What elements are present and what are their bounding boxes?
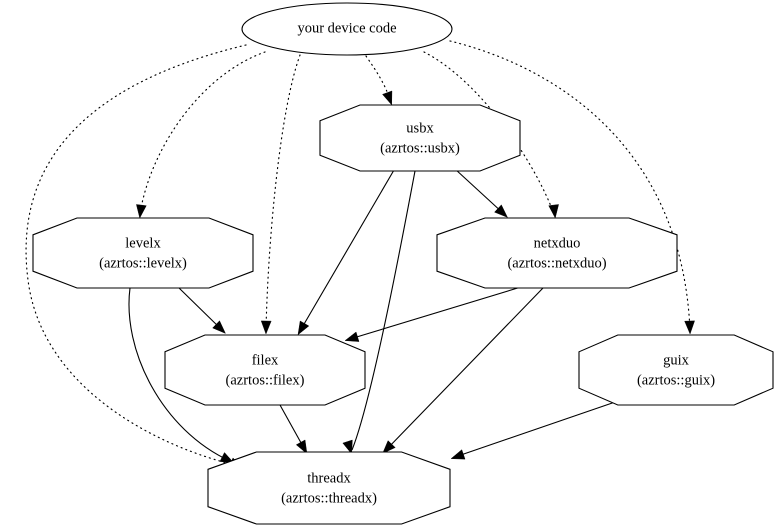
edge-netxduo-to-filex	[349, 286, 522, 340]
node-filex[interactable]: filex(azrtos::filex)	[164, 334, 366, 406]
node-device-shape	[241, 2, 453, 56]
edge-device-to-filex	[265, 54, 301, 331]
node-levelx-shape	[32, 217, 254, 289]
node-usbx-shape	[319, 104, 521, 172]
node-threadx[interactable]: threadx(azrtos::threadx)	[207, 451, 451, 525]
node-netxduo-label-primary: netxduo	[534, 235, 581, 251]
node-guix-shape	[578, 334, 774, 406]
node-usbx-label-primary: usbx	[406, 120, 434, 136]
node-threadx-label-primary: threadx	[307, 470, 351, 486]
edge-device-to-threadx	[25, 44, 247, 467]
edge-guix-to-threadx	[454, 399, 622, 458]
node-guix-label-primary: guix	[663, 352, 690, 368]
node-levelx-label-primary: levelx	[125, 235, 161, 251]
node-netxduo[interactable]: netxduo(azrtos::netxduo)	[436, 217, 678, 289]
nodes-layer: your device codeusbx(azrtos::usbx)levelx…	[32, 2, 774, 525]
edge-device-to-levelx	[139, 51, 266, 215]
node-usbx[interactable]: usbx(azrtos::usbx)	[319, 104, 521, 172]
node-filex-label-primary: filex	[252, 352, 279, 368]
arrowhead-icon	[260, 320, 272, 335]
node-levelx[interactable]: levelx(azrtos::levelx)	[32, 217, 254, 289]
node-device-label-primary: your device code	[297, 20, 396, 36]
edge-usbx-to-filex	[299, 169, 395, 332]
node-netxduo-label-namespace: (azrtos::netxduo)	[507, 255, 606, 271]
arrowhead-icon	[342, 439, 353, 455]
arrowhead-icon	[494, 204, 508, 218]
node-usbx-label-namespace: (azrtos::usbx)	[380, 140, 460, 156]
node-levelx-label-namespace: (azrtos::levelx)	[99, 255, 187, 271]
arrowhead-icon	[450, 449, 466, 460]
arrowhead-icon	[548, 204, 559, 219]
arrowhead-icon	[344, 331, 360, 342]
edge-netxduo-to-threadx	[385, 287, 544, 451]
arrowhead-icon	[297, 320, 310, 336]
edge-levelx-to-filex	[177, 286, 223, 331]
edge-usbx-to-netxduo	[454, 168, 505, 215]
edge-usbx-to-threadx	[351, 170, 416, 451]
arrowhead-icon	[684, 320, 695, 335]
node-guix-label-namespace: (azrtos::guix)	[637, 372, 715, 388]
arrowhead-icon	[382, 440, 396, 454]
node-threadx-label-namespace: (azrtos::threadx)	[281, 490, 377, 506]
node-filex-label-namespace: (azrtos::filex)	[226, 372, 305, 388]
arrowhead-icon	[382, 90, 393, 106]
node-netxduo-shape	[436, 217, 678, 289]
edge-levelx-to-threadx	[128, 287, 231, 462]
arrowhead-icon	[212, 320, 226, 334]
node-device[interactable]: your device code	[241, 2, 453, 56]
node-filex-shape	[164, 334, 366, 406]
arrowhead-icon	[295, 439, 308, 455]
arrowhead-icon	[136, 204, 147, 219]
node-threadx-shape	[207, 451, 451, 525]
node-guix[interactable]: guix(azrtos::guix)	[578, 334, 774, 406]
